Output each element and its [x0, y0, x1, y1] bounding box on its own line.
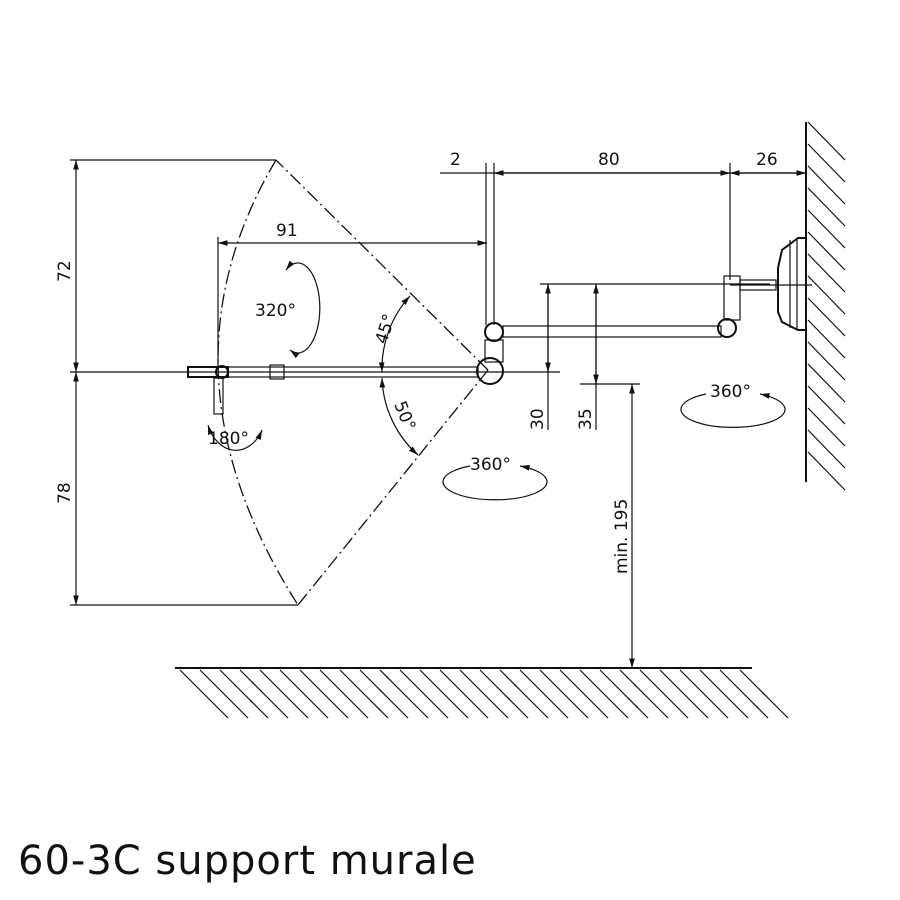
vertical-dimensions: 30 35 min. 195	[528, 283, 770, 668]
angle-joint-rotation: 360°	[470, 455, 511, 475]
hatch-line	[379, 669, 429, 719]
hatch-line	[807, 429, 846, 469]
dim-gap: 2	[450, 150, 461, 170]
hatch-line	[719, 669, 769, 719]
hatch-line	[459, 669, 509, 719]
dim-height-up: 72	[55, 260, 75, 282]
height-dimensions: 72 78	[55, 159, 560, 606]
hatch-line	[399, 669, 449, 719]
hatch-line	[419, 669, 469, 719]
hatch-line	[179, 669, 229, 719]
hatch-line	[807, 253, 846, 293]
dim-reach: 91	[276, 221, 298, 241]
hatch-line	[807, 341, 846, 381]
hatch-line	[359, 669, 409, 719]
hatch-line	[807, 187, 846, 227]
rotation-indicators: 320° 180° 360° 360°	[207, 260, 786, 501]
hatch-line	[439, 669, 489, 719]
hatch-line	[479, 669, 529, 719]
hatch-line	[579, 669, 629, 719]
hatch-line	[807, 319, 846, 359]
angle-head-rotation: 320°	[255, 301, 296, 321]
hatch-line	[539, 669, 589, 719]
page-title: 60-3C support murale	[18, 838, 477, 884]
dim-min-height: min. 195	[612, 499, 632, 574]
angle-up-tilt: 45°	[372, 312, 400, 347]
dim-arm-length: 80	[598, 150, 620, 170]
floor	[175, 667, 789, 719]
dim-wall-offset: 26	[756, 150, 778, 170]
hatch-line	[699, 669, 749, 719]
sweep-sector: 45° 50°	[217, 159, 489, 606]
angle-wall-rotation: 360°	[710, 382, 751, 402]
hatch-line	[219, 669, 269, 719]
hatch-line	[807, 363, 846, 403]
hatch-line	[319, 669, 369, 719]
hatch-line	[807, 209, 846, 249]
hatch-line	[807, 231, 846, 271]
top-dimension: 2 80 26	[440, 150, 806, 325]
hatch-line	[807, 165, 846, 205]
hatch-line	[239, 669, 289, 719]
hatch-line	[639, 669, 689, 719]
reach-dimension: 91	[217, 221, 487, 370]
hatch-line	[679, 669, 729, 719]
articulated-arm	[476, 237, 812, 385]
wall	[805, 121, 846, 491]
hatch-line	[519, 669, 569, 719]
dim-height-down: 78	[55, 482, 75, 504]
hatch-line	[199, 669, 249, 719]
hatch-line	[259, 669, 309, 719]
hatch-line	[499, 669, 549, 719]
hatch-line	[279, 669, 329, 719]
angle-handle-rotation: 180°	[208, 429, 249, 449]
hatch-line	[807, 451, 846, 491]
hatch-line	[807, 275, 846, 315]
hatch-line	[299, 669, 349, 719]
hatch-line	[807, 143, 846, 183]
dim-joint-height-2: 35	[576, 408, 596, 430]
hatch-line	[659, 669, 709, 719]
hatch-line	[807, 297, 846, 337]
hatch-line	[739, 669, 789, 719]
angle-down-tilt: 50°	[389, 398, 419, 433]
hatch-line	[807, 407, 846, 447]
hatch-line	[807, 385, 846, 425]
hatch-line	[559, 669, 609, 719]
hatch-line	[599, 669, 649, 719]
dim-joint-height-1: 30	[528, 408, 548, 430]
hatch-line	[339, 669, 389, 719]
hatch-line	[807, 121, 846, 161]
hatch-line	[619, 669, 669, 719]
